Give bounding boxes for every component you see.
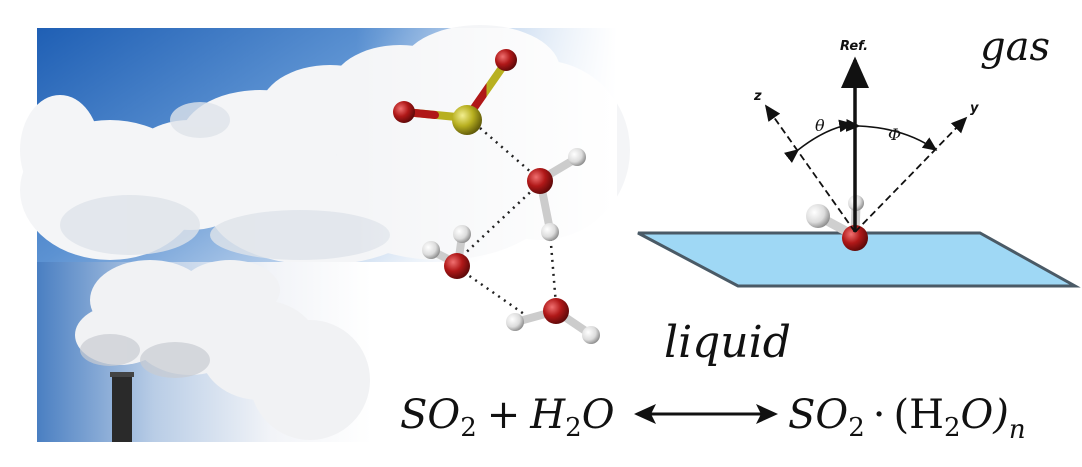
reactant-so-subscript: 2 — [460, 413, 477, 443]
product-so: SO — [788, 392, 848, 438]
sulfur-atom — [452, 105, 482, 135]
hydrogen-atom — [541, 223, 559, 241]
orientation-diagram: Ref. z y θ Φ — [637, 39, 1081, 288]
liquid-label: liquid — [664, 317, 791, 368]
reactant-so: SO — [400, 392, 460, 438]
product-o: O) — [961, 392, 1009, 438]
product-dot: · — [873, 392, 886, 438]
hydrogen-atom — [506, 313, 524, 331]
phi-label: Φ — [888, 125, 901, 144]
oxygen-atom — [393, 101, 415, 123]
product-so-subscript: 2 — [848, 413, 865, 443]
svg-text:SO2·(H2O)n: SO2·(H2O)n — [788, 392, 1026, 445]
reaction-equation: SO2+H2O SO2·(H2O)n — [400, 392, 1026, 445]
reactant-h: H — [529, 392, 566, 438]
oxygen-atom — [495, 49, 517, 71]
svg-text:SO2+H2O: SO2+H2O — [400, 392, 615, 443]
z-axis-label: z — [753, 89, 762, 104]
reactant-o: O — [582, 392, 615, 438]
smokestack-photo — [37, 260, 372, 442]
phi-arc — [845, 119, 938, 151]
hydrogen-atom — [806, 204, 830, 228]
theta-arc — [783, 119, 854, 163]
chimney — [112, 372, 132, 442]
oxygen-atom — [543, 298, 569, 324]
y-axis — [854, 116, 968, 233]
double-headed-arrow — [634, 404, 778, 424]
sky-cloud-photo — [20, 25, 630, 265]
plus-sign: + — [487, 392, 521, 438]
oxygen-atom — [527, 168, 553, 194]
hydrogen-atom — [582, 326, 600, 344]
molecule-cluster — [393, 49, 600, 344]
reference-axis-label: Ref. — [840, 39, 868, 54]
theta-label: θ — [815, 116, 825, 135]
oxygen-atom — [842, 225, 868, 251]
hydrogen-atom — [568, 148, 586, 166]
hydrogen-atom — [422, 241, 440, 259]
hydrogen-atom — [453, 225, 471, 243]
gas-label: gas — [980, 24, 1050, 70]
product-h: (H — [893, 392, 944, 438]
z-axis — [764, 104, 856, 233]
oxygen-atom — [444, 253, 470, 279]
product-h-subscript: 2 — [944, 413, 961, 443]
reactant-h-subscript: 2 — [565, 413, 582, 443]
y-axis-label: y — [970, 101, 979, 116]
product-n-subscript: n — [1009, 415, 1026, 445]
